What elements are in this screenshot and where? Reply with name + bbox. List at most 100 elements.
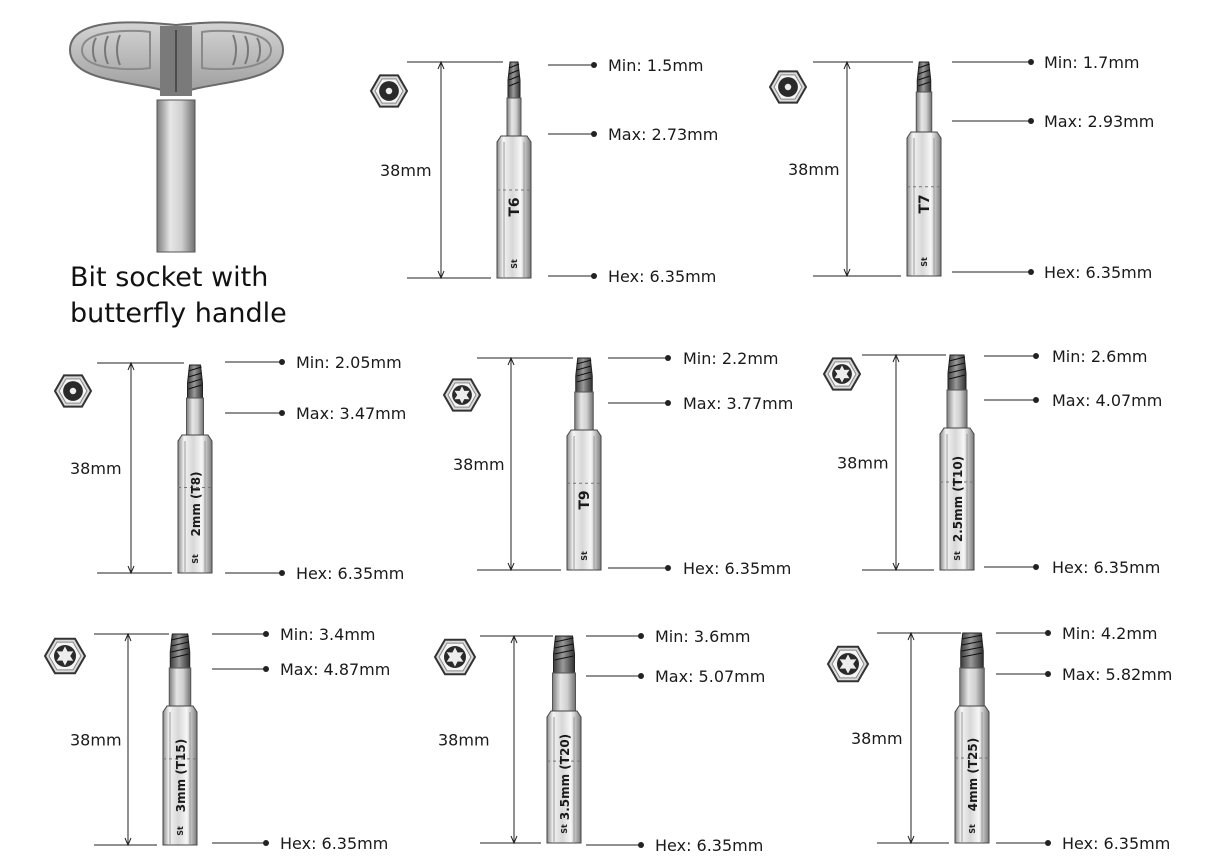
length-label: 38mm <box>788 160 840 179</box>
length-label: 38mm <box>380 161 432 180</box>
hex-dimension-label: Hex: 6.35mm <box>296 564 404 583</box>
torx-point-icon <box>784 83 792 91</box>
bit-brand-mark: St <box>968 824 977 834</box>
bit-tip-flute <box>948 374 966 380</box>
bit-hex-shank <box>162 705 198 846</box>
bit-hex-shank <box>177 434 213 574</box>
bit-hex-shank <box>496 135 532 279</box>
bit-tip-flute <box>948 356 966 362</box>
length-arrow-top <box>507 356 515 366</box>
bit-brand-mark: St <box>920 257 929 267</box>
bit-hex-shank <box>566 429 602 571</box>
max-callout-dot <box>263 666 269 672</box>
bit-tip-flute <box>576 365 592 371</box>
torx-star-icon <box>834 365 850 383</box>
length-label: 38mm <box>438 731 490 750</box>
length-arrow-bottom <box>507 562 515 572</box>
bit-shaft <box>959 667 985 707</box>
max-callout-dot <box>1033 397 1039 403</box>
hex-dimension-label: Hex: 6.35mm <box>683 559 791 578</box>
hex-callout-dot <box>1033 564 1039 570</box>
bit-tip-flute <box>918 69 930 75</box>
length-arrow-top <box>843 60 851 70</box>
handle-caption-line-2: butterfly handle <box>70 298 287 329</box>
max-dimension-label: Max: 5.82mm <box>1062 665 1172 684</box>
bit-tip-flute <box>918 81 930 87</box>
handle-caption: Bit socket with butterfly handle <box>70 260 360 332</box>
bit-tip-flute <box>961 640 983 646</box>
bit-brand-mark: St <box>953 551 962 561</box>
length-arrow-top <box>510 634 518 644</box>
bit-size-label: 2mm (T8) <box>189 471 203 536</box>
max-dimension-label: Max: 3.47mm <box>296 404 406 423</box>
max-dimension-label: Max: 2.73mm <box>608 125 718 144</box>
butterfly-handle-illustration <box>68 21 285 253</box>
bit-brand-mark: St <box>510 259 519 269</box>
bit-shaft <box>915 91 933 133</box>
hex-callout-dot <box>638 842 644 848</box>
bit-hex-shank <box>906 131 942 277</box>
bit-hex-shank <box>939 427 975 571</box>
bit-tip-flute <box>188 384 202 390</box>
length-arrow-bottom <box>124 837 132 847</box>
length-arrow-top <box>127 361 135 371</box>
bit-tip-flute <box>171 641 189 647</box>
max-dimension-label: Max: 4.07mm <box>1052 391 1162 410</box>
bit-brand-mark: St <box>580 551 589 561</box>
bit-shaft <box>574 391 594 431</box>
min-callout-dot <box>263 631 269 637</box>
handle-grip-ridges-left <box>92 34 121 66</box>
min-callout-dot <box>1028 59 1034 65</box>
length-arrow-bottom <box>127 565 135 575</box>
length-arrow-top <box>437 60 445 70</box>
length-arrow-bottom <box>892 562 900 572</box>
min-dimension-label: Min: 3.6mm <box>655 627 750 646</box>
length-arrow-bottom <box>843 268 851 278</box>
bit-tip-flute <box>188 378 202 384</box>
min-dimension-label: Min: 2.2mm <box>683 349 778 368</box>
length-label: 38mm <box>453 455 505 474</box>
max-callout-dot <box>665 400 671 406</box>
torx-star-icon <box>839 654 857 674</box>
torx-star-icon <box>446 647 464 667</box>
min-dimension-label: Min: 1.5mm <box>608 56 703 75</box>
hex-dimension-label: Hex: 6.35mm <box>608 267 716 286</box>
bit-tip-flute <box>508 81 520 87</box>
bit-tip-flute <box>508 75 520 81</box>
min-dimension-label: Min: 2.6mm <box>1052 347 1147 366</box>
bit-tip-flute <box>918 63 930 69</box>
min-dimension-label: Min: 3.4mm <box>280 625 375 644</box>
hex-callout-dot <box>591 273 597 279</box>
hex-callout-dot <box>665 565 671 571</box>
bit-tip-flute <box>918 75 930 81</box>
hex-dimension-label: Hex: 6.35mm <box>1044 263 1152 282</box>
length-arrow-top <box>907 631 915 641</box>
handle-shaft <box>156 99 196 253</box>
bit-tip-flute <box>188 366 202 372</box>
bit-size-label: 3mm (T15) <box>174 739 188 812</box>
min-callout-dot <box>591 62 597 68</box>
length-arrow-top <box>124 632 132 642</box>
hex-callout-dot <box>1045 840 1051 846</box>
bit-tip-flute <box>961 634 983 640</box>
bit-tip-flute <box>554 655 574 661</box>
bit-shaft <box>506 97 522 137</box>
bit-brand-mark: St <box>191 554 200 564</box>
hex-dimension-label: Hex: 6.35mm <box>280 834 388 853</box>
hex-dimension-label: Hex: 6.35mm <box>1052 558 1160 577</box>
handle-caption-line-1: Bit socket with <box>70 262 269 293</box>
bit-shaft <box>946 389 968 429</box>
max-callout-dot <box>638 673 644 679</box>
length-arrow-bottom <box>437 270 445 280</box>
min-dimension-label: Min: 2.05mm <box>296 353 402 372</box>
bit-size-label: 4mm (T25) <box>966 738 980 811</box>
max-callout-dot <box>1028 118 1034 124</box>
bit-tip-flute <box>576 371 592 377</box>
